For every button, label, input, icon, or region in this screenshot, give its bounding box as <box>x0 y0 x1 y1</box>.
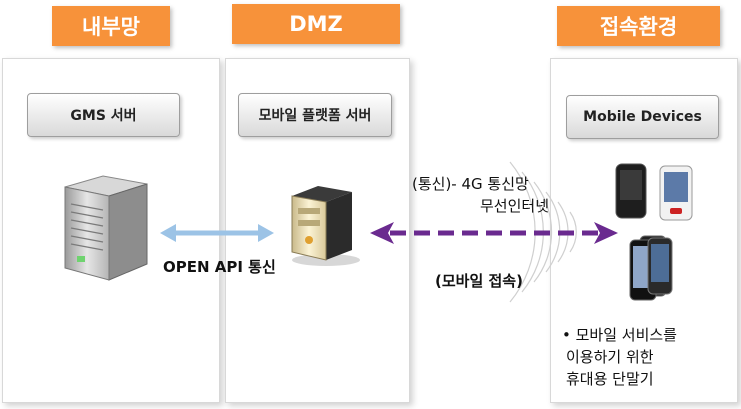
desktop-server-icon <box>291 186 360 266</box>
wireless-internet-label: 무선인터넷 <box>480 197 550 215</box>
device-note-line2: 이용하기 위한 <box>566 348 654 366</box>
mobile-access-label: (모바일 접속) <box>435 272 523 290</box>
open-api-label: OPEN API 통신 <box>163 258 276 276</box>
api-link-arrow <box>160 224 274 242</box>
mobile-platform-server-label: 모바일 플랫폼 서버 <box>238 93 392 137</box>
mobile-link-arrow <box>370 222 618 244</box>
gms-server-label: GMS 서버 <box>27 93 180 137</box>
access-zone-title: 접속환경 <box>557 6 720 46</box>
device-note-line3: 휴대용 단말기 <box>566 370 654 388</box>
smartphone-icon <box>615 163 693 301</box>
dmz-zone-title: DMZ <box>232 4 400 44</box>
comm-network-label: (통신)- 4G 통신망 <box>412 175 529 193</box>
internal-zone-title: 내부망 <box>52 6 170 46</box>
mobile-devices-label: Mobile Devices <box>566 95 719 139</box>
rack-server-icon <box>64 175 148 281</box>
device-note-line1: • 모바일 서비스를 <box>562 326 677 344</box>
